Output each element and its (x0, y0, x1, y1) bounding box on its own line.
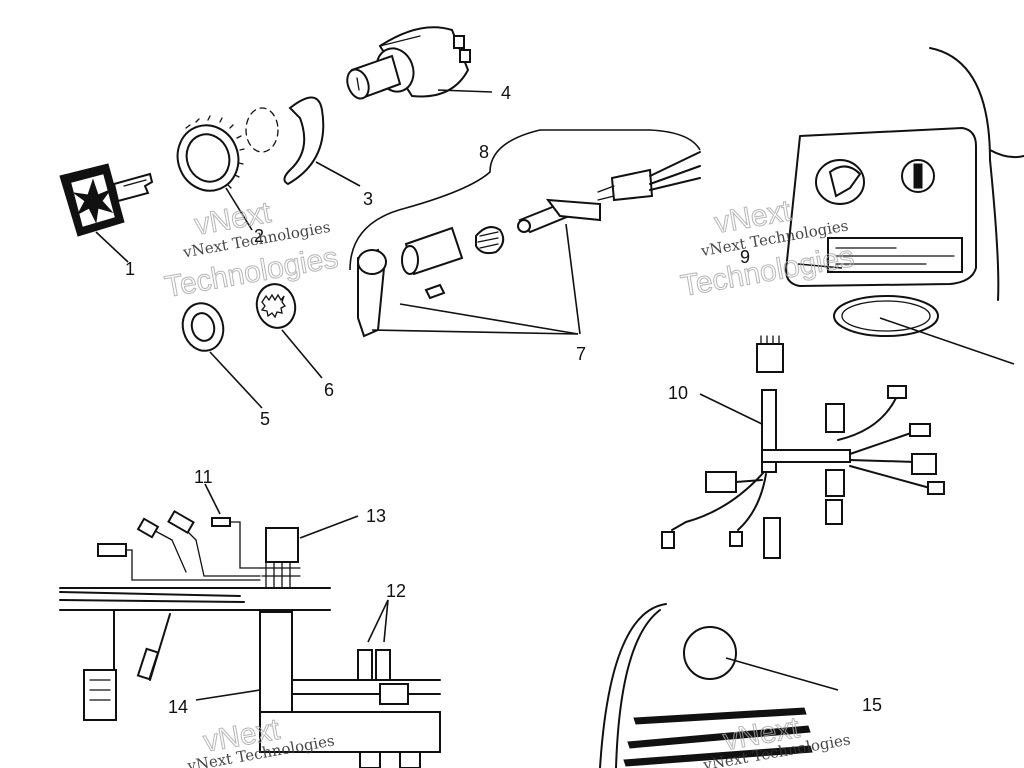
callout-5: 5 (260, 409, 270, 429)
part-key (59, 163, 154, 237)
leader-lines (95, 89, 1015, 701)
callout-14: 14 (168, 697, 188, 717)
callout-1: 1 (125, 259, 135, 279)
part-lock-washer (255, 283, 297, 329)
part-nut (181, 302, 225, 352)
callout-7: 7 (576, 344, 586, 364)
callout-9: 9 (740, 247, 750, 267)
part-main-harness (59, 509, 441, 768)
part-bezel-nut (176, 115, 245, 192)
watermark-top-left: vNext vNext Technologies Technologies (162, 196, 341, 305)
callout-2: 2 (254, 226, 264, 246)
part-wiring-harness (661, 335, 945, 559)
callout-15: 15 (862, 695, 882, 715)
callout-numbers: 1 2 3 4 5 6 7 8 9 10 11 12 13 14 15 (125, 83, 882, 717)
part-ignition-switch (346, 26, 471, 100)
callout-6: 6 (324, 380, 334, 400)
part-spacer (245, 96, 325, 186)
callout-10: 10 (668, 383, 688, 403)
callout-11: 11 (194, 467, 213, 487)
callout-13: 13 (366, 506, 386, 526)
callout-4: 4 (501, 83, 511, 103)
callout-8: 8 (479, 142, 489, 162)
callout-12: 12 (386, 581, 406, 601)
part-throttle-assembly (357, 151, 701, 338)
part-hood-decal (599, 603, 813, 768)
part-dash-panel (785, 47, 1024, 337)
callout-3: 3 (363, 189, 373, 209)
